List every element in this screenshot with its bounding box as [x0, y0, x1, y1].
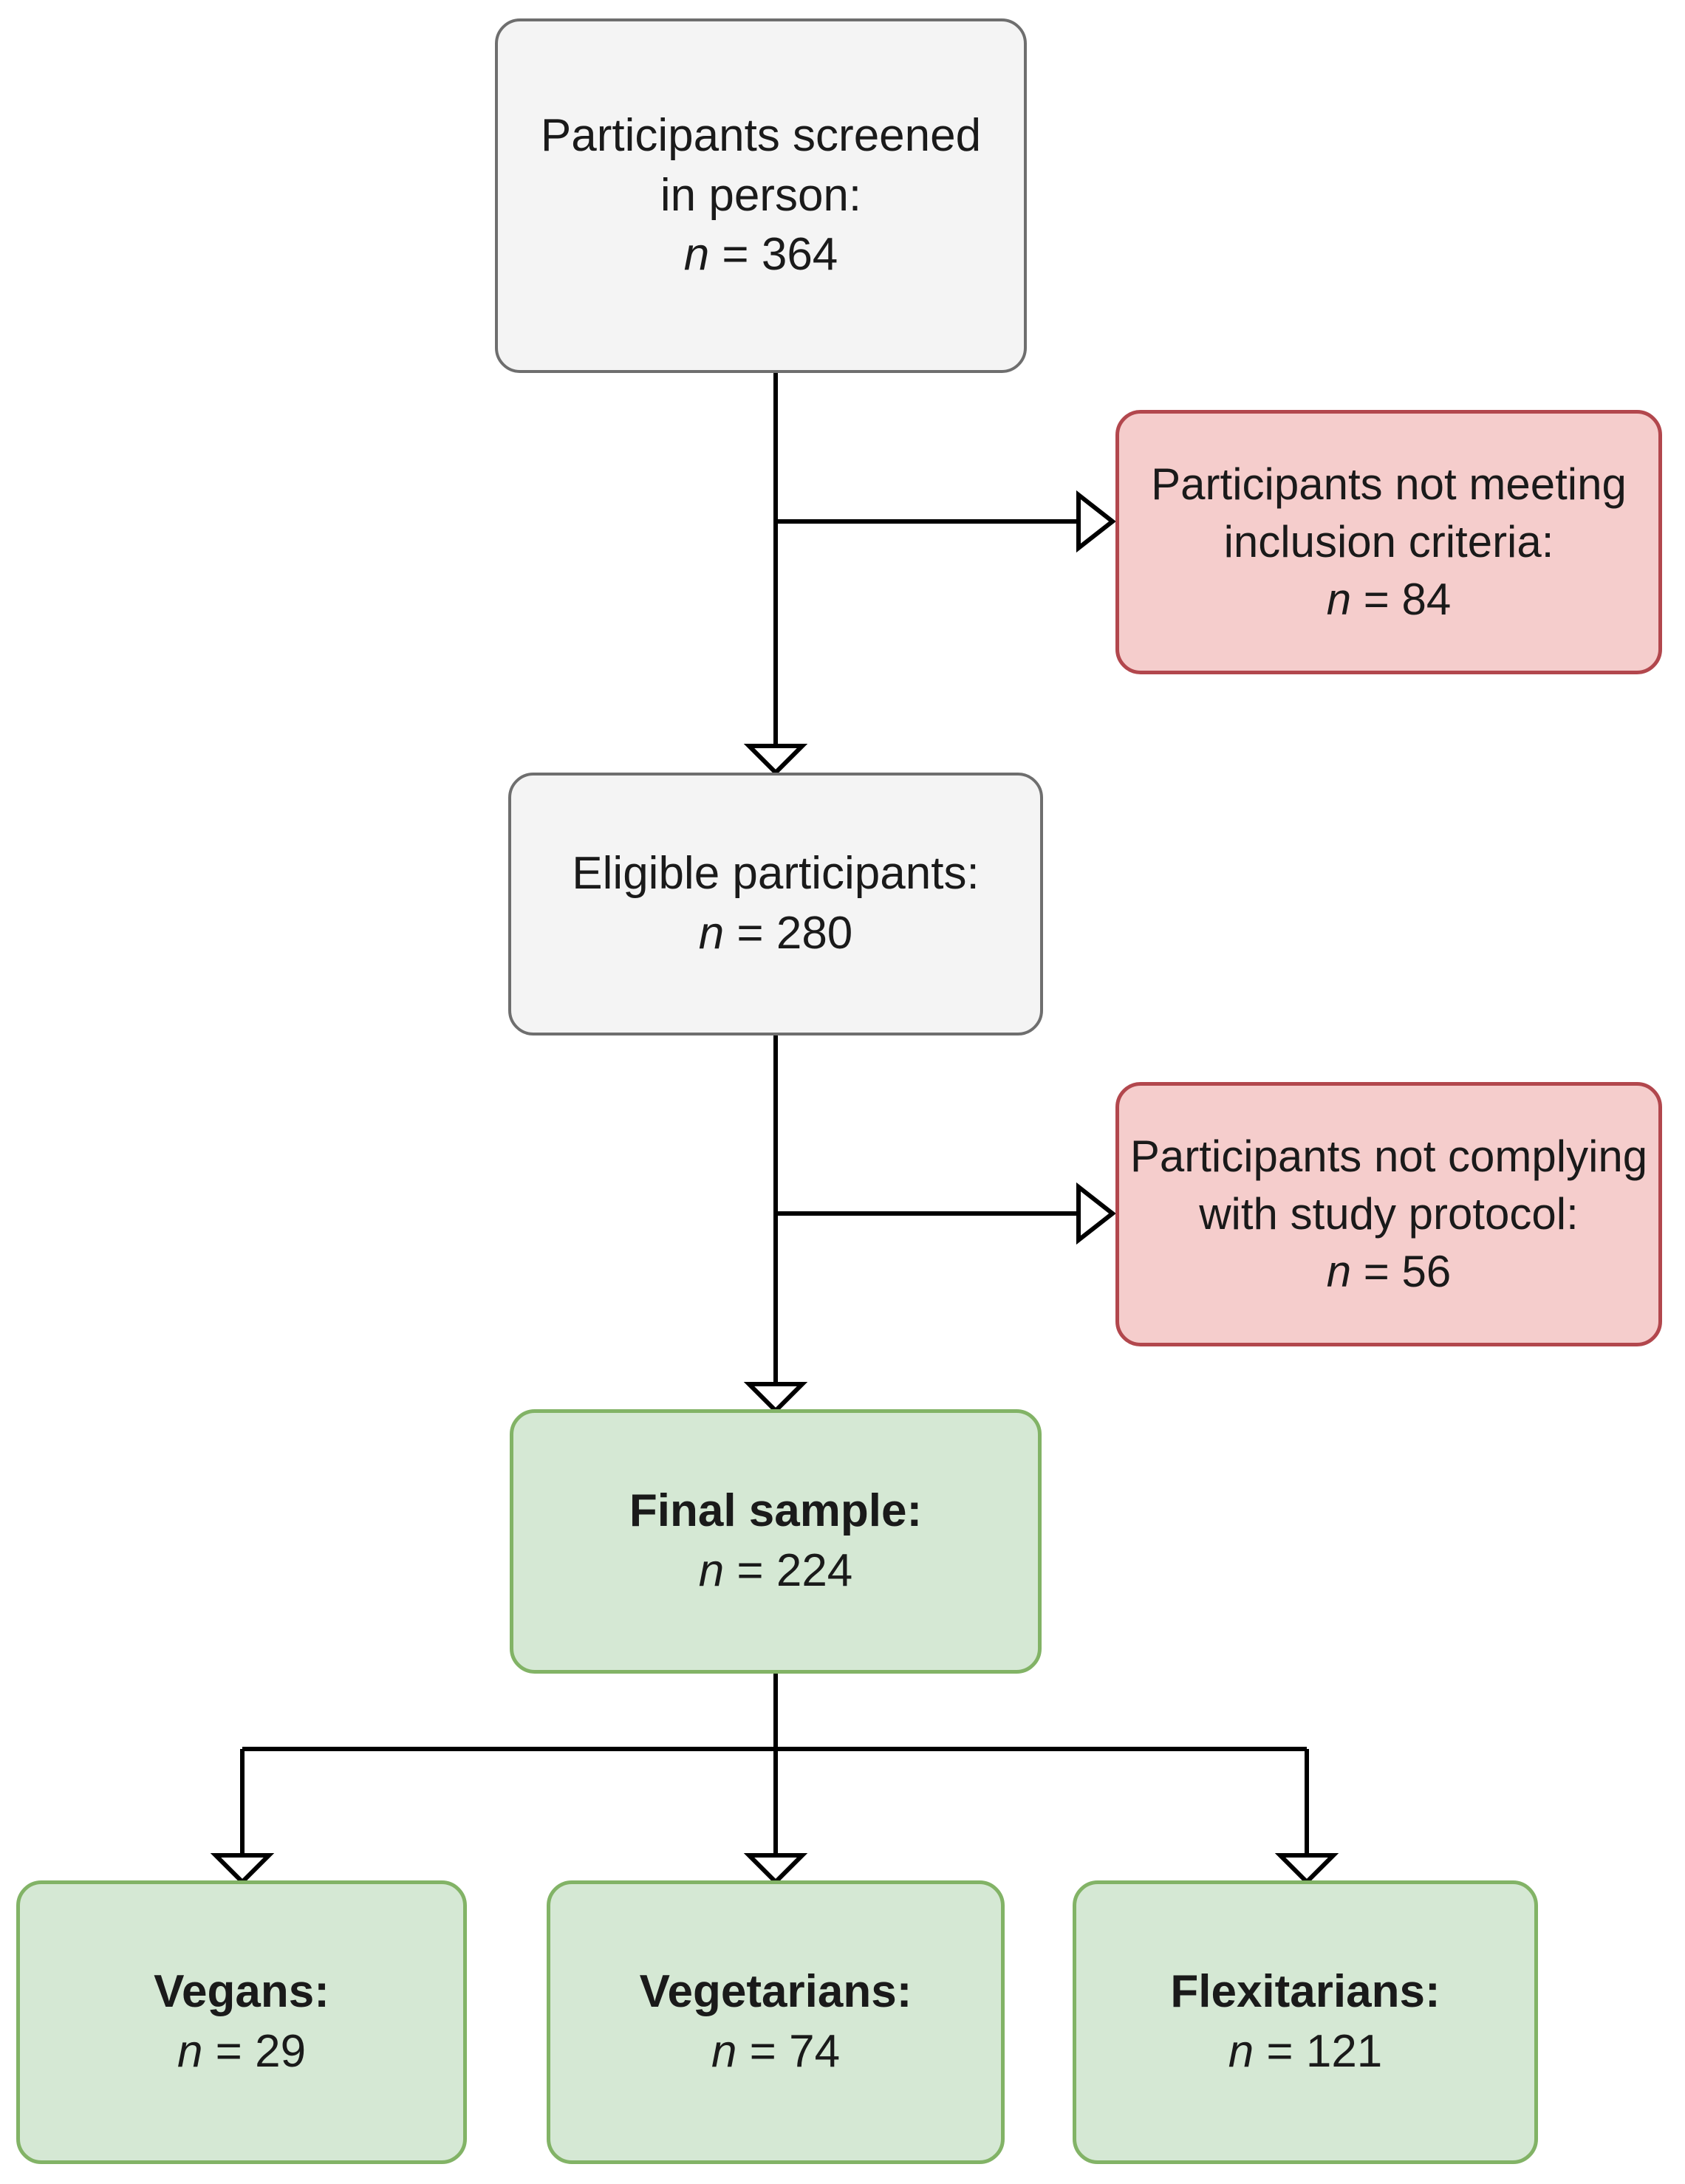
n-symbol: n [177, 2026, 203, 2077]
n-equals: = [1351, 575, 1402, 624]
node-participants-screened-line2: in person: [660, 169, 862, 221]
n-equals: = [724, 908, 776, 959]
node-excluded-study-protocol-line1: Participants not complying [1129, 1132, 1648, 1181]
edge-eligible-to-excluded-protocol [776, 1182, 1116, 1245]
n-symbol: n [1326, 1247, 1352, 1296]
n-symbol: n [711, 2026, 737, 2077]
n-value: 121 [1305, 2026, 1383, 2077]
n-symbol: n [683, 229, 710, 281]
node-final-sample[interactable]: Final sample: n = 224 [510, 1409, 1042, 1674]
node-final-sample-count: n = 224 [699, 1541, 853, 1601]
node-excluded-inclusion-criteria[interactable]: Participants not meeting inclusion crite… [1115, 410, 1662, 674]
n-symbol: n [698, 1545, 725, 1596]
node-flexitarians-count: n = 121 [1228, 2022, 1383, 2082]
node-excluded-study-protocol-line2: with study protocol: [1199, 1189, 1579, 1239]
n-equals: = [736, 2026, 790, 2077]
node-final-sample-title: Final sample: [629, 1485, 923, 1537]
node-vegetarians-count: n = 74 [711, 2022, 840, 2082]
node-flexitarians-title: Flexitarians: [1170, 1966, 1440, 2018]
n-value: 74 [789, 2026, 841, 2077]
n-equals: = [724, 1545, 776, 1596]
node-excluded-study-protocol-count: n = 56 [1327, 1243, 1452, 1301]
node-excluded-inclusion-criteria-count: n = 84 [1327, 571, 1452, 629]
node-flexitarians[interactable]: Flexitarians: n = 121 [1073, 1880, 1538, 2164]
node-vegetarians-title: Vegetarians: [639, 1966, 912, 2018]
node-vegans-count: n = 29 [177, 2022, 306, 2082]
n-symbol: n [698, 908, 725, 959]
node-vegans-title: Vegans: [154, 1966, 329, 2018]
node-vegetarians[interactable]: Vegetarians: n = 74 [547, 1880, 1005, 2164]
n-symbol: n [1326, 575, 1352, 624]
node-participants-screened-count: n = 364 [684, 225, 838, 285]
node-eligible-participants-count: n = 280 [699, 904, 853, 964]
node-participants-screened-line1: Participants screened [540, 110, 982, 162]
n-equals: = [1254, 2026, 1306, 2077]
node-excluded-study-protocol[interactable]: Participants not complying with study pr… [1115, 1082, 1662, 1346]
node-eligible-participants[interactable]: Eligible participants: n = 280 [508, 773, 1043, 1035]
edge-screened-to-excluded-inclusion [776, 490, 1116, 553]
n-value: 224 [776, 1545, 853, 1596]
n-equals: = [202, 2026, 256, 2077]
n-value: 84 [1401, 575, 1452, 624]
n-value: 29 [255, 2026, 307, 2077]
n-value: 56 [1401, 1247, 1452, 1296]
edge-final-sample-split [210, 1673, 1339, 1886]
n-symbol: n [1228, 2026, 1254, 2077]
n-value: 280 [776, 908, 853, 959]
node-eligible-participants-line1: Eligible participants: [572, 848, 980, 900]
node-vegans[interactable]: Vegans: n = 29 [16, 1880, 467, 2164]
n-equals: = [1351, 1247, 1402, 1296]
node-excluded-inclusion-criteria-line1: Participants not meeting [1151, 459, 1627, 509]
edge-eligible-to-final-sample [743, 1034, 808, 1414]
node-participants-screened[interactable]: Participants screened in person: n = 364 [495, 18, 1027, 373]
edge-screened-to-eligible [743, 373, 808, 776]
n-equals: = [709, 229, 762, 281]
node-excluded-inclusion-criteria-line2: inclusion criteria: [1223, 517, 1554, 566]
n-value: 364 [761, 229, 838, 281]
